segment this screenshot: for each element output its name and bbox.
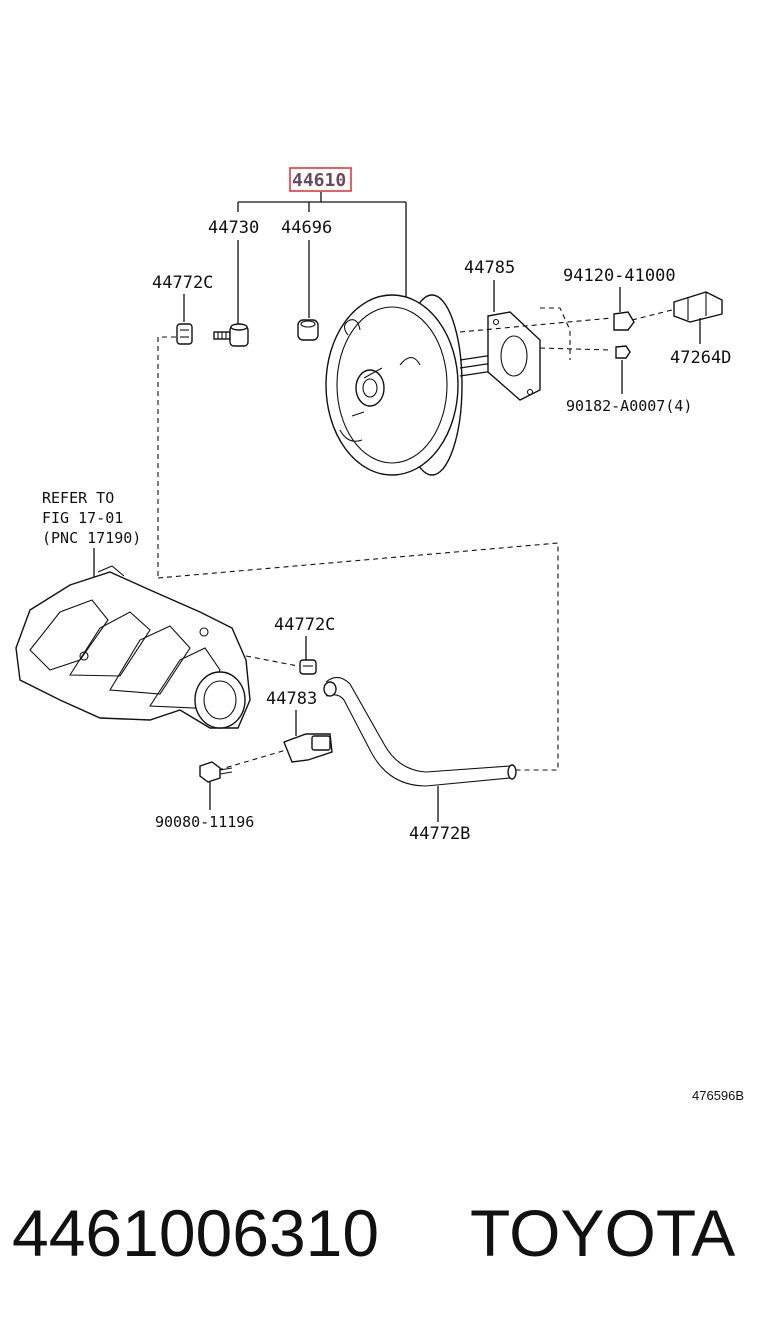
clip-mid-part <box>299 659 317 675</box>
gasket-label[interactable]: 44785 <box>464 258 515 278</box>
reference-line3: (PNC 17190) <box>42 529 141 547</box>
bolt-lower-part <box>199 761 233 783</box>
bolt-part <box>213 323 249 347</box>
nut-upper-part <box>613 311 635 331</box>
main-leader-lines <box>237 192 407 300</box>
nut-upper-label[interactable]: 94120-41000 <box>563 266 676 286</box>
reference-line2: FIG 17-01 <box>42 509 123 527</box>
clip-mid-label[interactable]: 44772C <box>274 615 335 635</box>
clevis-part <box>673 291 723 323</box>
intake-manifold-part <box>15 565 251 729</box>
dashed-manifold-to-clip <box>245 655 299 667</box>
nut-lower-label[interactable]: 90182-A0007(4) <box>566 397 692 415</box>
main-part-label[interactable]: 44610 <box>292 170 346 191</box>
clevis-label[interactable]: 47264D <box>670 348 731 368</box>
bolt-label[interactable]: 44730 <box>208 218 259 238</box>
figure-id: 476596B <box>692 1088 744 1103</box>
hose-label[interactable]: 44772B <box>409 824 470 844</box>
gasket-part <box>487 311 541 401</box>
bolt-lower-label[interactable]: 90080-11196 <box>155 813 254 831</box>
bracket-label[interactable]: 44783 <box>266 689 317 709</box>
grommet-part <box>297 319 319 341</box>
bracket-part <box>283 733 333 763</box>
grommet-label[interactable]: 44696 <box>281 218 332 238</box>
footer-part-number: 4461006310 <box>12 1196 379 1270</box>
dashed-route-bottom <box>157 542 559 771</box>
reference-line1: REFER TO <box>42 489 114 507</box>
main-part-highlight <box>289 167 352 192</box>
dashed-to-nuts <box>459 307 673 360</box>
hose-part <box>323 676 517 787</box>
clip-top-label[interactable]: 44772C <box>152 273 213 293</box>
dashed-route-left <box>157 336 176 578</box>
clip-top-part <box>176 323 193 345</box>
dashed-bolt-to-bracket <box>217 749 287 771</box>
footer-brand: TOYOTA <box>470 1196 735 1270</box>
nut-lower-part <box>615 345 631 359</box>
brake-booster-part <box>325 294 541 476</box>
